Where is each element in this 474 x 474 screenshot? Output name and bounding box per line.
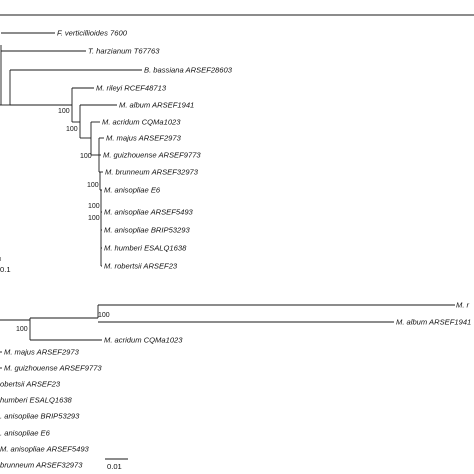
tree-a-taxon-mab: M. anisopliae BRIP53293 — [104, 226, 190, 235]
tree-a-taxon-mbr: M. brunneum ARSEF32973 — [105, 168, 199, 177]
tree-a-taxon-mac: M. acridum CQMa1023 — [102, 118, 181, 127]
tree-b-taxon-mrl: M. r — [456, 301, 470, 310]
tree-b-taxon-mrb: obertsii ARSEF23 — [0, 380, 61, 389]
tree-a: F. verticillioides 7600 T. harzianum T67… — [0, 29, 233, 274]
tree-a-taxon-bb: B. bassiana ARSEF28603 — [144, 66, 233, 75]
tree-b-scale-label: 0.01 — [107, 462, 122, 471]
tree-a-support-1: 100 — [58, 108, 70, 115]
tree-a-taxon-mhb: M. humberi ESALQ1638 — [104, 244, 187, 253]
tree-a-taxon-mal: M. album ARSEF1941 — [119, 101, 194, 110]
tree-a-support-4: 100 — [87, 182, 99, 189]
tree-b-taxon-mab: . anisopliae BRIP53293 — [0, 412, 80, 421]
tree-b-taxon-ma6: . anisopliae E6 — [0, 429, 51, 438]
tree-b-taxon-mhb: humberi ESALQ1638 — [0, 396, 73, 405]
tree-b-taxon-mmj: M. majus ARSEF2973 — [4, 348, 80, 357]
tree-a-taxon-mrb: M. robertsii ARSEF23 — [104, 262, 178, 271]
tree-b-taxon-mgz: M. guizhouense ARSEF9773 — [4, 364, 102, 373]
tree-a-taxon-ma5: M. anisopliae ARSEF5493 — [104, 208, 194, 217]
tree-b-taxon-ma5: M. anisopliae ARSEF5493 — [0, 445, 90, 454]
tree-a-support-6: 100 — [88, 215, 100, 222]
tree-b-taxon-mal: M. album ARSEF1941 — [396, 318, 471, 327]
tree-b-support-2: 100 — [98, 312, 110, 319]
tree-a-taxon-mrl: M. rileyi RCEF48713 — [96, 84, 167, 93]
tree-a-taxon-mmj: M. majus ARSEF2973 — [106, 134, 182, 143]
tree-a-taxon-fv: F. verticillioides 7600 — [57, 29, 128, 38]
tree-b: 100 100 M. r M. album ARSEF1941 M. acrid… — [0, 301, 471, 471]
tree-a-taxon-ma6: M. anisopliae E6 — [104, 186, 161, 195]
tree-a-support-3: 100 — [80, 153, 92, 160]
tree-b-support-1: 100 — [16, 326, 28, 333]
tree-b-taxon-mac: M. acridum CQMa1023 — [104, 336, 183, 345]
tree-a-scale-label: 0.1 — [0, 265, 11, 274]
tree-a-taxon-mgz: M. guizhouense ARSEF9773 — [103, 151, 201, 160]
tree-a-support-2: 100 — [66, 126, 78, 133]
tree-a-taxon-th: T. harzianum T67763 — [88, 47, 160, 56]
tree-b-taxon-mbr: brunneum ARSEF32973 — [0, 461, 83, 470]
tree-a-support-5: 100 — [88, 203, 100, 210]
